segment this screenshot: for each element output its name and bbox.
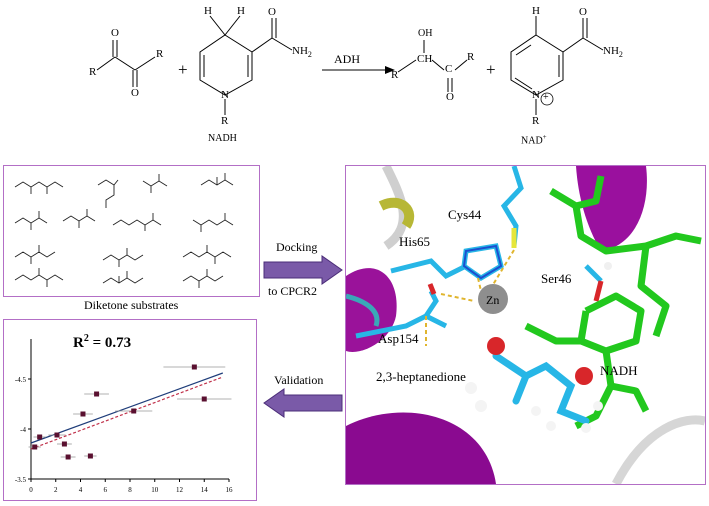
r-squared-exponent: 2 [83, 333, 89, 344]
nad-oxygen: O [579, 6, 587, 18]
x-tick-label: 14 [201, 486, 209, 494]
x-tick-label: 6 [104, 486, 108, 494]
validation-panel [3, 319, 257, 501]
nadh-oxygen: O [268, 6, 276, 18]
product-r-left: R [391, 69, 399, 81]
substrates-caption: Diketone substrates [84, 298, 179, 312]
x-tick-label: 0 [29, 486, 33, 494]
nadh-amide-text: NH [292, 45, 308, 57]
data-point [54, 432, 60, 438]
nad-amide-text: NH [603, 45, 619, 57]
x-tick-label: 10 [151, 486, 159, 494]
validation-arrow [263, 388, 343, 418]
r-squared-symbol: R [73, 335, 84, 351]
substrates-panel [3, 165, 260, 297]
label-substrate: 2,3-heptanedione [376, 369, 466, 384]
nadh-hydrogen-right: H [237, 5, 245, 17]
fit-line-dashed [30, 376, 224, 450]
nadh-hydrogen-left: H [204, 5, 212, 17]
label-cys44: Cys44 [448, 207, 482, 222]
nad-label-text: NAD [521, 135, 543, 147]
reactant-oxygen-top: O [111, 27, 119, 39]
nad-label: NAD+ [521, 133, 547, 146]
label-his65: His65 [399, 234, 431, 249]
product-hydroxyl: OH [418, 28, 433, 39]
docking-label: Docking [276, 240, 318, 254]
chart-fit-lines [30, 372, 224, 450]
docking-target-label: to CPCR2 [268, 284, 318, 298]
data-point [65, 454, 71, 460]
nad-label-sup: + [542, 133, 547, 141]
data-point [32, 444, 38, 450]
plus-sign: + [178, 60, 188, 79]
x-tick-label: 4 [79, 486, 83, 494]
data-point [61, 441, 67, 447]
chart-points [28, 364, 232, 460]
label-ser46: Ser46 [541, 271, 572, 286]
enzyme-label: ADH [334, 52, 360, 66]
r-squared-value: = 0.73 [88, 335, 132, 351]
r-squared-annotation: R2 = 0.73 [73, 333, 131, 352]
x-tick-label: 8 [128, 486, 132, 494]
nad-amide: NH2 [603, 45, 623, 59]
data-point [94, 391, 100, 397]
fit-line-solid [30, 372, 224, 444]
nad-amide-sub: 2 [618, 50, 623, 60]
y-tick-label: -4 [20, 426, 26, 434]
nadh-amide: NH2 [292, 45, 312, 59]
data-point [87, 453, 93, 459]
validation-label: Validation [274, 373, 324, 387]
reactant-r-right: R [156, 48, 164, 60]
y-tick-label: -3.5 [15, 476, 27, 484]
data-point [80, 411, 86, 417]
product-r-right: R [467, 51, 475, 63]
reaction-scheme [96, 15, 604, 115]
label-asp154: Asp154 [378, 331, 419, 346]
data-point [201, 396, 207, 402]
product-ch: CH [417, 53, 433, 65]
label-nadh: NADH [600, 363, 638, 378]
nadh-r-group: R [221, 115, 229, 127]
x-tick-label: 12 [176, 486, 184, 494]
substrate-structures [14, 173, 234, 288]
nadh-amide-sub: 2 [307, 50, 312, 60]
data-point [191, 364, 197, 370]
data-point [37, 434, 43, 440]
label-zn: Zn [486, 293, 500, 307]
reactant-oxygen-bottom: O [131, 87, 139, 99]
reactant-r-left: R [89, 66, 97, 78]
x-tick-label: 16 [226, 486, 234, 494]
docking-structure-render [346, 166, 705, 484]
nadh-nitrogen: N [221, 89, 229, 101]
data-point [131, 408, 137, 414]
product-oxygen: O [446, 91, 454, 103]
nad-charge: + [543, 92, 549, 103]
docking-arrow [263, 255, 343, 285]
nad-nitrogen: N [532, 89, 540, 101]
validation-chart: 0 2 4 6 8 10 12 14 16 -3.5 -4 -4.5 [15, 339, 233, 494]
plus-sign-2: + [486, 60, 496, 79]
y-tick-label: -4.5 [15, 376, 27, 384]
nad-hydrogen: H [532, 5, 540, 17]
nadh-label: NADH [208, 133, 237, 144]
x-tick-label: 2 [54, 486, 58, 494]
chart-axes: 0 2 4 6 8 10 12 14 16 -3.5 -4 -4.5 [15, 339, 233, 494]
product-c: C [445, 63, 453, 75]
nad-r-group: R [532, 115, 540, 127]
